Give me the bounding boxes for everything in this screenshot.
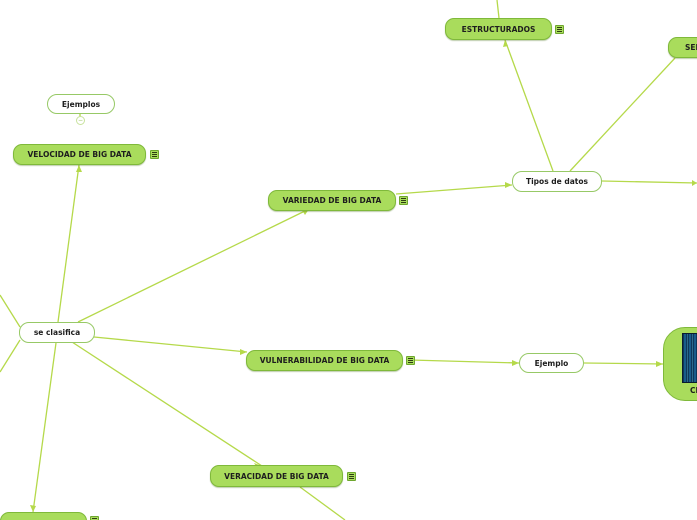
link-tipos-semi [569,57,676,172]
node-se-clasifica[interactable]: se clasifica [19,322,95,343]
node-vulnerabilidad[interactable]: VULNERABILIDAD DE BIG DATA [246,350,403,371]
link-clasifica-vulnerabilidad [93,336,248,353]
arrowhead-ci [656,361,663,367]
node-label: Tipos de datos [526,177,588,186]
node-tipos-de-datos[interactable]: Tipos de datos [512,171,602,192]
arrowhead-right [692,180,697,186]
node-label: VULNERABILIDAD DE BIG DATA [259,356,390,365]
link-estructurados-up [496,0,500,19]
link-clasifica-velocidad [57,164,80,323]
link-clasifica-left-upper [0,294,21,328]
collapse-toggle-icon[interactable]: − [76,116,85,125]
arrowhead-ejemplo [512,360,519,366]
node-velocidad[interactable]: VELOCIDAD DE BIG DATA [13,144,146,165]
node-variedad[interactable]: VARIEDAD DE BIG DATA [268,190,396,211]
node-label: SEM [685,43,697,52]
link-ejemplo-ci [583,362,664,365]
node-label: VELOCIDAD DE BIG DATA [27,150,132,159]
node-estructurados[interactable]: ESTRUCTURADOS [445,18,552,40]
node-ci[interactable]: CI [663,327,697,401]
arrowhead-estructurados [503,40,508,47]
node-label: VARIEDAD DE BIG DATA [282,196,382,205]
node-label: Ejemplo [534,358,569,368]
link-variedad-tipos [395,184,513,195]
node-label: Ejemplos [61,99,101,109]
notes-icon[interactable] [555,25,564,34]
node-bottom-topic[interactable] [0,512,87,520]
notes-icon[interactable] [347,472,356,481]
node-veracidad[interactable]: VERACIDAD DE BIG DATA [210,465,343,487]
link-clasifica-left-lower [0,339,21,373]
image-thumbnail-icon [682,333,697,383]
arrowhead-vulnerabilidad [240,349,247,355]
notes-icon[interactable] [399,196,408,205]
node-semi[interactable]: SEM [668,37,697,58]
arrowhead-tipos [505,182,512,188]
link-tipos-right [601,180,697,184]
link-clasifica-variedad [77,208,310,323]
node-ejemplos[interactable]: Ejemplos [47,94,115,114]
link-tipos-estructurados [504,39,554,172]
node-label: se clasifica [33,328,81,337]
link-veracidad-down [299,486,346,520]
node-label: CI [690,386,697,395]
node-label: ESTRUCTURADOS [461,24,536,34]
notes-icon[interactable] [90,516,99,520]
arrowhead-velocidad [76,165,82,172]
link-vulnerabilidad-ejemplo [409,359,520,364]
node-label: VERACIDAD DE BIG DATA [224,471,329,481]
notes-icon[interactable] [406,356,415,365]
arrowhead-bottom [30,505,36,512]
link-clasifica-bottom [32,342,57,513]
link-clasifica-veracidad [71,341,263,467]
node-ejemplo[interactable]: Ejemplo [519,353,584,373]
notes-icon[interactable] [150,150,159,159]
